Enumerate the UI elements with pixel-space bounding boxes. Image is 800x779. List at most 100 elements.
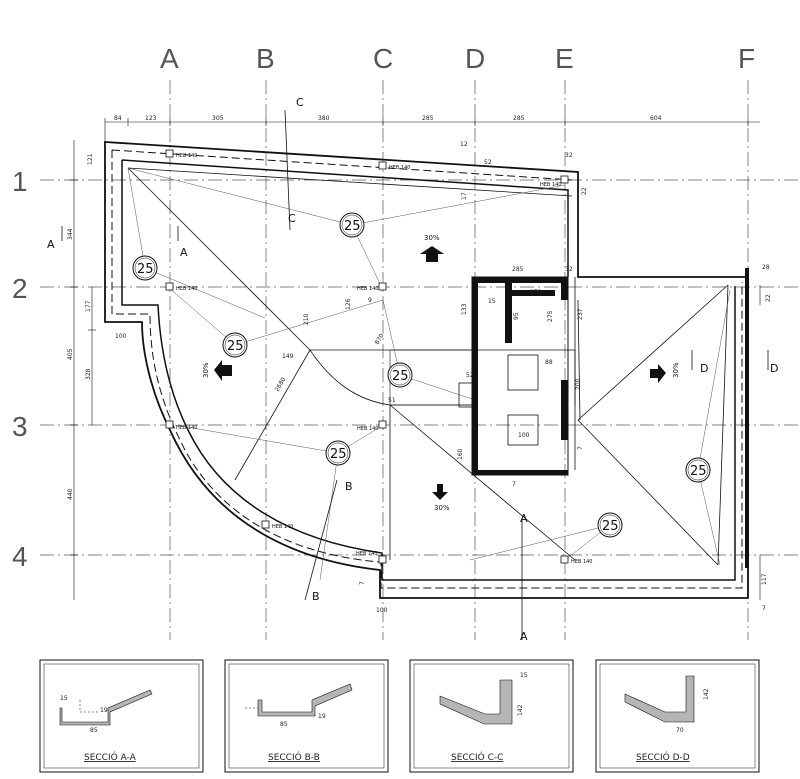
slab-thickness-tag: 25 [132,255,158,281]
beam-tag: HEB 140 [356,551,387,564]
svg-text:328: 328 [85,368,92,380]
svg-text:121: 121 [87,153,94,165]
svg-text:22: 22 [581,187,588,195]
svg-text:25: 25 [602,519,619,534]
dimension-lines [70,118,761,600]
beam-tag: HEB 140 [357,282,387,292]
slab-thickness-tag: 25 [325,440,351,466]
svg-text:7: 7 [577,446,584,450]
svg-text:88: 88 [545,359,553,366]
slab-thickness-tag: 25 [685,457,711,483]
slope-arrow-right: 30% [650,362,680,383]
beam-tag: HEB 140 [560,555,592,565]
stair-shaft [389,276,569,476]
svg-text:32: 32 [565,266,573,273]
beams: HEB 140 HEB 140 HEB 140 HEB 140 HEB 140 … [165,149,592,565]
svg-text:344: 344 [67,228,74,240]
svg-text:30%: 30% [202,362,210,378]
svg-text:SECCIÓ A-A: SECCIÓ A-A [84,751,137,763]
svg-text:160: 160 [457,448,464,460]
svg-text:142: 142 [703,688,710,700]
slope-arrow-down: 30% [432,484,450,512]
svg-text:A: A [47,238,55,251]
svg-text:HEB 140: HEB 140 [540,182,561,188]
svg-text:B: B [345,480,353,493]
beam-tag: HEB 140 [165,149,197,159]
axis-label-b: B [256,43,275,74]
svg-text:22: 22 [765,294,772,302]
svg-text:149: 149 [282,353,294,360]
svg-text:275: 275 [547,310,554,322]
svg-text:D: D [770,362,778,375]
axis-label-f: F [738,43,755,74]
svg-text:285: 285 [513,115,525,122]
axis-grid [40,80,800,640]
section-panel-a: 15 85 19 SECCIÓ A-A [39,659,204,773]
svg-text:30%: 30% [672,362,680,378]
svg-text:305: 305 [212,115,224,122]
svg-text:SECCIÓ C-C: SECCIÓ C-C [451,751,503,763]
svg-text:HEB 140: HEB 140 [272,524,293,530]
top-dimension-texts: 84 123 305 380 285 285 604 [114,115,662,122]
beam-tag: HEB 140 [261,520,293,530]
axis-label-3: 3 [12,411,28,442]
section-panels: 15 85 19 SECCIÓ A-A 85 19 SECCIÓ B-B 15 … [39,659,760,773]
svg-text:84: 84 [114,115,122,122]
svg-text:25: 25 [137,262,154,277]
svg-text:30%: 30% [434,504,450,512]
svg-text:17: 17 [461,192,468,200]
axis-labels: A B C D E F 1 2 3 4 [12,43,755,572]
svg-text:7: 7 [762,605,766,612]
svg-text:70: 70 [676,727,684,734]
axis-label-2: 2 [12,273,28,304]
beam-tag: HEB 140 [378,161,410,171]
svg-text:126: 126 [345,298,352,310]
svg-text:19: 19 [100,707,108,714]
slab-thickness-tag: 25 [222,332,248,358]
svg-text:85: 85 [90,727,98,734]
axis-label-c: C [373,43,393,74]
svg-text:30%: 30% [424,234,440,242]
slope-arrow-up: 30% [420,234,444,262]
svg-text:2680: 2680 [274,376,288,393]
section-cuts [61,109,769,640]
svg-text:405: 405 [67,348,74,360]
svg-text:7: 7 [512,481,516,488]
axis-label-e: E [555,43,574,74]
beam-tag: HEB 140 [540,175,569,188]
svg-text:15: 15 [60,695,68,702]
section-panel-d: 142 70 SECCIÓ D-D [595,659,760,773]
beam-tag: HEB 140 [165,282,197,292]
svg-text:19: 19 [318,713,326,720]
svg-text:HEB 140: HEB 140 [571,559,592,565]
slab-outline [104,141,749,599]
svg-text:133: 133 [461,303,468,315]
svg-text:25: 25 [344,219,361,234]
svg-text:210: 210 [303,313,310,325]
section-cut-labels: A A A A B B C C D D [47,96,778,643]
axis-label-d: D [465,43,485,74]
svg-text:A: A [520,512,528,525]
svg-text:380: 380 [318,115,330,122]
svg-text:HEB 140: HEB 140 [357,286,378,292]
svg-text:D: D [700,362,708,375]
axis-label-a: A [160,43,179,74]
slope-arrows: 30% 30% 30% 30% [202,234,680,512]
svg-text:52: 52 [466,372,474,379]
svg-text:440: 440 [67,488,74,500]
svg-text:25: 25 [392,369,409,384]
svg-text:9: 9 [368,297,372,304]
svg-text:237: 237 [577,308,584,320]
axis-label-1: 1 [12,166,28,197]
svg-text:52: 52 [484,159,492,166]
svg-text:7: 7 [359,581,366,585]
svg-text:95: 95 [513,312,520,320]
svg-text:117: 117 [761,573,768,585]
slab-thickness-tag: 25 [387,362,413,388]
svg-text:32: 32 [565,152,573,159]
svg-text:177: 177 [85,300,92,312]
svg-text:15: 15 [520,672,528,679]
svg-text:HEB 140: HEB 140 [176,425,197,431]
svg-text:HEB 140: HEB 140 [176,153,197,159]
